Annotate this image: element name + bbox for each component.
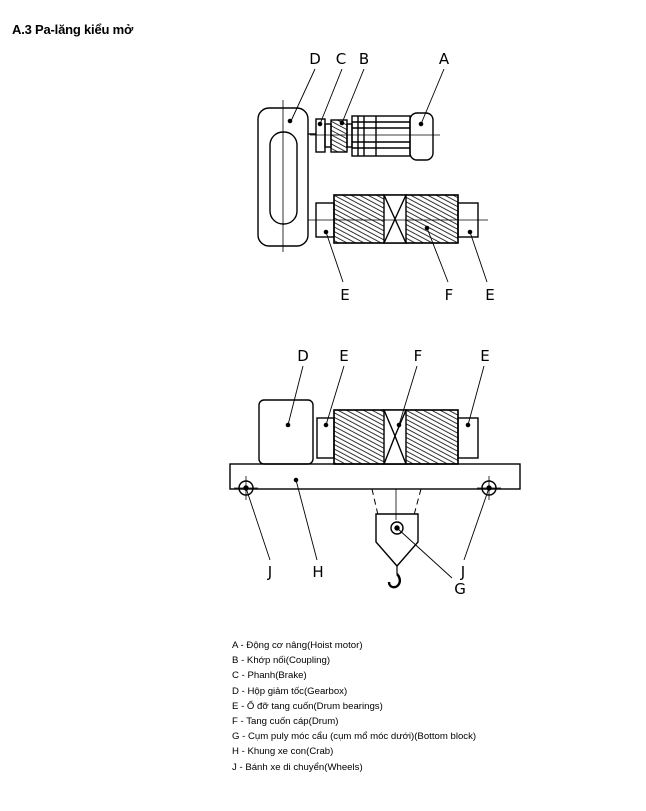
crab-frame-front	[229, 463, 521, 490]
legend-item-b: B - Khớp nối(Coupling)	[232, 655, 331, 667]
hoist-ropes	[371, 488, 422, 516]
legend-item-a: A - Động cơ nâng(Hoist motor)	[232, 640, 363, 651]
parts-legend: A - Động cơ nâng(Hoist motor) B - Khớp n…	[232, 638, 476, 775]
gearbox-top	[257, 100, 309, 252]
front-view	[229, 365, 521, 589]
legend-item-g: G - Cụm puly móc cẩu (cụm mổ móc dưới)(B…	[232, 731, 477, 743]
callout-d-top: D	[309, 50, 321, 68]
legend-item-c: C - Phanh(Brake)	[232, 670, 307, 682]
legend-item-f: F - Tang cuốn cáp(Drum)	[232, 716, 339, 728]
callout-e-right-top: E	[485, 286, 494, 304]
legend-item-d: D - Hộp giảm tốc(Gearbox)	[232, 685, 348, 697]
section-title: A.3 Pa-lăng kiểu mở	[12, 22, 134, 37]
bottom-block-front	[375, 513, 419, 589]
callout-c-top: C	[336, 50, 346, 68]
drum-assembly-top	[308, 194, 488, 244]
gearbox-front	[258, 399, 314, 465]
callout-e-left-top: E	[340, 286, 349, 304]
legend-item-e: E - Ổ đỡ tang cuốn(Drum bearings)	[232, 700, 383, 712]
callout-b-top: B	[359, 50, 369, 68]
hoist-motor-top	[351, 112, 434, 161]
drum-front	[333, 409, 459, 465]
callout-f-top: F	[445, 286, 454, 304]
legend-item-j: J - Bánh xe di chuyển(Wheels)	[232, 761, 363, 773]
callout-h-front: H	[312, 563, 323, 581]
bearing-right-front	[457, 417, 479, 459]
front-leaders	[245, 365, 490, 579]
top-leaders	[290, 68, 488, 283]
callout-j-left-front: J	[267, 563, 272, 581]
callout-a-top: A	[439, 50, 450, 68]
callout-f-front: F	[414, 347, 423, 365]
legend-item-h: H - Khung xe con(Crab)	[232, 746, 334, 758]
brake-coupling-top	[308, 118, 440, 153]
callout-g-front: G	[454, 580, 466, 598]
callout-e-right-front: E	[480, 347, 489, 365]
callout-j-right-front: J	[460, 563, 465, 581]
callout-d-front: D	[297, 347, 309, 365]
callout-e-left-front: E	[339, 347, 348, 365]
top-view	[257, 68, 488, 283]
